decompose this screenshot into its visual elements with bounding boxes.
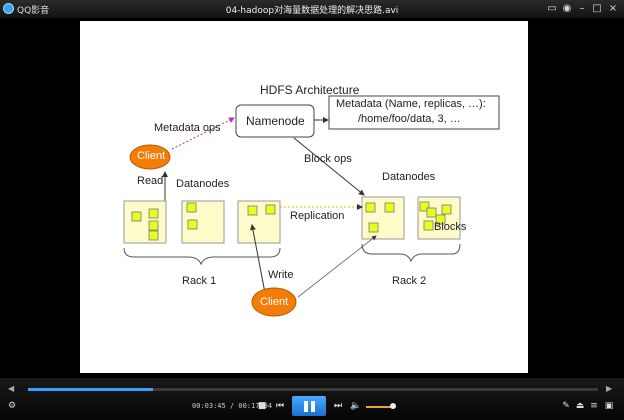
read-label: Read: [137, 175, 164, 187]
client-top-ellipse: [129, 144, 171, 170]
namenode-label: Namenode: [246, 114, 305, 128]
datanodes-left-label: Datanodes: [176, 178, 230, 190]
tools-icon[interactable]: ⚙: [7, 401, 17, 411]
control-bar: ◀ ▶ 00:03:45 / 00:17:04 ■ ⏮ ⏭ 🔈 ✎ ⏏ ≡ ▣ …: [0, 378, 624, 420]
next-icon[interactable]: ⏭: [333, 401, 343, 411]
block: [187, 219, 198, 230]
block: [435, 214, 446, 225]
datanode-rack1-1: [123, 200, 167, 244]
block: [148, 208, 159, 219]
app-name: QQ影音: [17, 6, 50, 16]
block: [131, 211, 142, 222]
block: [368, 222, 379, 233]
video-area[interactable]: HDFS Architecture Namenode Metadata (Nam…: [0, 18, 624, 378]
video-frame-slide: HDFS Architecture Namenode Metadata (Nam…: [80, 21, 528, 373]
blocks-label: Blocks: [434, 221, 467, 233]
block: [441, 204, 452, 215]
seek-forward-icon[interactable]: ▶: [606, 384, 613, 393]
client-bottom-label: Client: [260, 296, 289, 308]
client-top-label: Client: [137, 150, 166, 162]
block-ops-arrow: [293, 137, 365, 196]
volume-level: [366, 406, 393, 408]
namenode-box: [235, 104, 315, 138]
block: [186, 202, 197, 213]
pause-icon: [304, 401, 315, 412]
block: [419, 201, 430, 212]
block: [265, 204, 276, 215]
seek-progress: [28, 388, 154, 391]
client-bottom-ellipse: [251, 287, 297, 317]
title-bar: QQ影音 04-hadoop对海量数据处理的解决思路.avi ▭ ◉ – □ ×: [0, 0, 624, 18]
qq-player-logo-icon: [3, 3, 14, 14]
datanodes-right-label: Datanodes: [382, 171, 436, 183]
seek-bar[interactable]: [28, 388, 598, 391]
block: [148, 230, 159, 241]
volume-icon[interactable]: 🔈: [350, 401, 362, 411]
playlist-icon[interactable]: ≡: [590, 401, 598, 411]
rack2-label: Rack 2: [392, 275, 427, 287]
pause-button[interactable]: [292, 396, 326, 416]
volume-slider[interactable]: [366, 403, 396, 409]
block: [423, 220, 434, 231]
metadata-box: [328, 95, 500, 130]
slide-title: HDFS Architecture: [260, 83, 360, 97]
block: [384, 202, 395, 213]
seek-back-icon[interactable]: ◀: [8, 384, 15, 393]
settings-icon[interactable]: ✎: [562, 401, 570, 411]
file-title: 04-hadoop对海量数据处理的解决思路.avi: [225, 6, 399, 16]
block-ops-label: Block ops: [304, 153, 352, 165]
block: [247, 205, 258, 216]
skin-icon[interactable]: ◉: [562, 3, 572, 14]
time-display: 00:03:45 / 00:17:04: [192, 402, 273, 410]
close-button[interactable]: ×: [608, 3, 618, 14]
metadata-ops-link: [171, 117, 235, 150]
minimize-button[interactable]: –: [579, 3, 585, 14]
metadata-line1: Metadata (Name, replicas, …):: [336, 98, 486, 110]
metadata-line2: /home/foo/data, 3, …: [358, 113, 461, 125]
block: [365, 202, 376, 213]
previous-icon[interactable]: ⏮: [275, 401, 285, 411]
client-rack2-link: [297, 235, 377, 298]
rack1-brace: [123, 247, 281, 266]
write-label: Write: [268, 269, 294, 281]
maximize-button[interactable]: □: [592, 3, 602, 14]
stop-icon[interactable]: ■: [257, 401, 267, 411]
rack1-label: Rack 1: [182, 275, 217, 287]
hdfs-diagram: [123, 95, 500, 317]
metadata-ops-label: Metadata ops: [154, 122, 221, 134]
write-arrow: [249, 224, 266, 294]
eject-icon[interactable]: ⏏: [575, 401, 585, 411]
rack2-brace: [361, 243, 461, 263]
block: [426, 207, 437, 218]
replication-label: Replication: [290, 210, 345, 222]
screenshot-icon[interactable]: ▣: [604, 401, 614, 411]
chat-icon[interactable]: ▭: [547, 3, 557, 14]
volume-knob[interactable]: [390, 403, 396, 409]
block: [148, 220, 159, 231]
